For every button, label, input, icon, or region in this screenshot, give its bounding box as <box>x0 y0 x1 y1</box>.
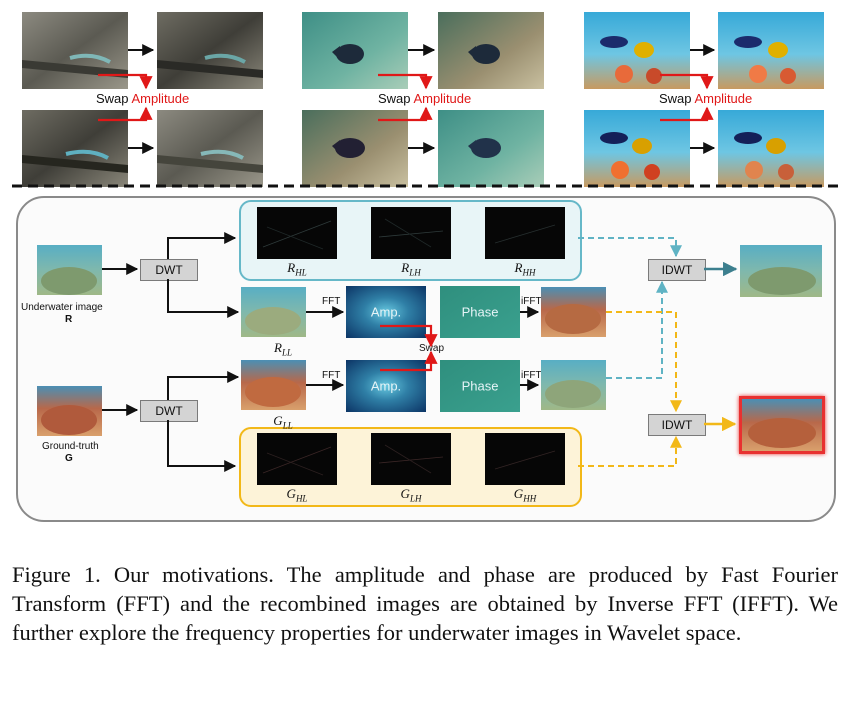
dashed-separator <box>12 184 838 188</box>
swap-amplitude-label-3: Swap Amplitude <box>659 91 753 106</box>
ifft-label-g: iFFT <box>521 370 542 381</box>
phase-image-r: Phase <box>440 286 520 338</box>
top-rock-output-2 <box>157 110 263 187</box>
dwt-box-g: DWT <box>140 400 198 422</box>
top-reef-output-1 <box>718 12 824 89</box>
top-rock-output-1 <box>157 12 263 89</box>
underwater-title: Underwater image <box>21 302 103 313</box>
recombined-r-image <box>541 287 606 337</box>
r-ll-label: RLL <box>274 340 292 358</box>
r-lh-image <box>371 207 451 259</box>
top-fish-input-1 <box>302 12 408 89</box>
phase-image-g: Phase <box>440 360 520 412</box>
top-fish-output-2 <box>438 110 544 187</box>
swap-label: Swap <box>419 343 445 354</box>
output-enhanced-image <box>739 396 825 454</box>
amp-image-g: Amp. <box>346 360 426 412</box>
r-lh-label: RLH <box>401 260 421 278</box>
idwt-box-bottom: IDWT <box>648 414 706 436</box>
diagram-arrows <box>102 232 738 472</box>
top-reef-input-2 <box>584 110 690 187</box>
r-hl-label: RHL <box>287 260 307 278</box>
fft-label-g: FFT <box>322 370 341 381</box>
underwater-symbol: R <box>65 314 73 325</box>
amp-image-r: Amp. <box>346 286 426 338</box>
figure-caption: Figure 1. Our motivations. The amplitude… <box>12 562 838 645</box>
r-ll-image <box>241 287 306 337</box>
g-hh-image <box>485 433 565 485</box>
g-lh-image <box>371 433 451 485</box>
swap-amplitude-label-2: Swap Amplitude <box>378 91 472 106</box>
g-ll-label: GLL <box>273 413 293 431</box>
top-fish-output-1 <box>438 12 544 89</box>
g-hl-image <box>257 433 337 485</box>
recombined-g-image <box>541 360 606 410</box>
g-ll-image <box>241 360 306 410</box>
top-arrows <box>98 44 716 154</box>
r-hh-image <box>485 207 565 259</box>
top-rock-input-2 <box>22 110 128 187</box>
swap-amplitude-label-1: Swap Amplitude <box>96 91 190 106</box>
ground-truth-image <box>37 386 102 436</box>
top-fish-input-2 <box>302 110 408 187</box>
r-hh-label: RHH <box>514 260 536 278</box>
top-rock-input-1 <box>22 12 128 89</box>
underwater-image <box>37 245 102 295</box>
g-hl-label: GHL <box>286 486 308 504</box>
ground-truth-symbol: G <box>65 453 73 464</box>
top-reef-input-1 <box>584 12 690 89</box>
g-hh-label: GHH <box>513 486 537 504</box>
ground-truth-title: Ground-truth <box>42 441 99 452</box>
output-underwater-image <box>740 245 822 297</box>
fft-label-r: FFT <box>322 296 341 307</box>
r-hl-image <box>257 207 337 259</box>
ifft-label-r: iFFT <box>521 296 542 307</box>
top-reef-output-2 <box>718 110 824 187</box>
g-lh-label: GLH <box>400 486 422 504</box>
